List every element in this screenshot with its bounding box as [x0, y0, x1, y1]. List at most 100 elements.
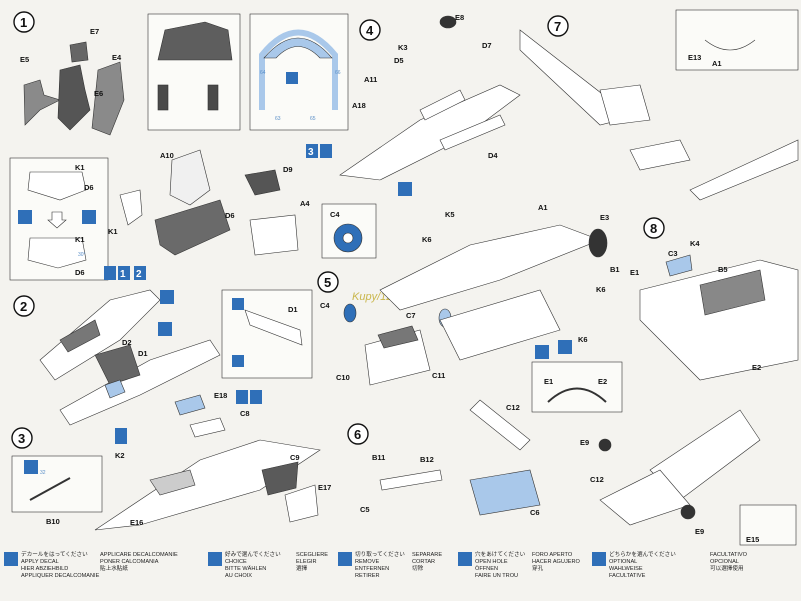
legend-text: APPLY DECAL [21, 559, 59, 565]
decal-65: 65 [310, 116, 316, 122]
blue-paint-area [104, 379, 126, 399]
label-a4: A4 [300, 199, 310, 208]
part-k1 [119, 189, 143, 226]
decal-badge-icon [134, 266, 146, 280]
fuselage-lower [59, 339, 221, 426]
label-b12: B12 [420, 455, 434, 464]
label-c9: C9 [290, 453, 300, 462]
angle-note: 30° [78, 252, 86, 258]
drill-icon [458, 552, 472, 566]
star-decal-icon [4, 552, 18, 566]
step-8-number: 8 [650, 221, 657, 236]
label-d6-b: D6 [75, 268, 85, 277]
part-d5 [419, 89, 466, 121]
label-d6-c: D6 [225, 211, 235, 220]
label-d1-a: D1 [138, 349, 148, 358]
legend-text: 貼上水貼紙 [100, 566, 128, 572]
legend-text: 可以選擇使用 [710, 566, 744, 572]
step-7-group: 7 E13 A1 [519, 9, 799, 201]
label-c6: C6 [530, 508, 540, 517]
step-5-group: 5 C4 C4 Kupy/12 C10 C11 C7 K5 K6 K6 K6 A… [317, 203, 620, 386]
label-c8: C8 [240, 409, 250, 418]
cockpit-insert [94, 344, 141, 386]
label-k6-b: K6 [596, 285, 606, 294]
decal-badge-icon [118, 266, 130, 280]
legend-text: RETIRER [355, 573, 380, 579]
fuselage-upper-step4 [339, 84, 521, 181]
label-k4: K4 [690, 239, 700, 248]
step-2-circle [13, 295, 35, 317]
label-e2-a: E2 [752, 363, 761, 372]
part-a4 [249, 214, 299, 256]
label-c5: C5 [360, 505, 370, 514]
legend-text: デカールをはってください [21, 552, 88, 558]
detail-box-step7 [675, 9, 799, 71]
tail-hook [629, 139, 691, 171]
part-c6 [469, 469, 541, 516]
legend-text: 選擇 [296, 566, 308, 572]
legend-text: APPLICARE DECALCOMANIE [100, 552, 178, 558]
decal-marker-icon [158, 322, 172, 336]
label-d6-a: D6 [84, 183, 94, 192]
legend-text: 切除 [412, 566, 424, 572]
step-5-number: 5 [324, 275, 331, 290]
label-k5: K5 [445, 210, 455, 219]
pitot-tube [29, 477, 71, 501]
decal-badge-icon [320, 144, 332, 158]
step-1-circle [13, 11, 35, 33]
assembly-diagram: 1 E7 E5 E4 E6 K1 D6 K1 30° D6 A10 K1 D6 … [9, 9, 799, 546]
step-6-group: 6 C12 B11 B12 C5 C6 [347, 399, 541, 517]
step-6-circle [347, 423, 369, 445]
label-a18: A18 [352, 101, 366, 110]
strut-c12 [469, 399, 531, 451]
part-c11 [377, 325, 419, 349]
step-1-number: 1 [20, 15, 27, 30]
label-d4: D4 [488, 151, 498, 160]
legend-text: HACER AGUJERO [532, 559, 580, 565]
legend-text: WAHLWEISE [609, 566, 643, 572]
cockpit-tub-d6 [154, 199, 231, 256]
decal-63: 63 [275, 116, 281, 122]
label-e6: E6 [94, 89, 103, 98]
seat-headrest-e7 [69, 41, 89, 63]
legend-text: 切り取ってください [355, 552, 405, 558]
detail-box-e15 [739, 504, 797, 546]
decal-marker-icon [232, 298, 244, 310]
canopy-frame-decal [259, 29, 338, 110]
decal-marker-icon [286, 72, 298, 84]
part-c3 [665, 254, 693, 277]
wheel-c4 [343, 303, 357, 323]
decal-32: 32 [40, 470, 46, 476]
label-a1-s7: A1 [712, 59, 722, 68]
decal-marker-icon [232, 355, 244, 367]
seat-part-e6 [57, 64, 91, 131]
step-8-group: 8 C3 K4 E1 B5 E2 E1 E2 E9 C12 E9 E15 [531, 217, 799, 546]
arrow-down-icon [47, 211, 67, 229]
legend-text: APPLIQUER DECALCOMANIE [21, 573, 100, 579]
part-c9 [261, 461, 299, 496]
instrument-panel [157, 21, 233, 61]
legend-text: BITTE WÄHLEN [225, 566, 267, 572]
label-c10: C10 [336, 373, 350, 382]
step-2-number: 2 [20, 299, 27, 314]
wheel-e9-a [598, 438, 612, 452]
decal-badge-icon [104, 266, 116, 280]
wheel-hub [342, 232, 354, 244]
label-k3: K3 [398, 43, 408, 52]
seat-back-detail-2 [27, 237, 87, 269]
label-c12-a: C12 [506, 403, 520, 412]
label-e3: E3 [600, 213, 609, 222]
legend-text: ÖFFNEN [475, 566, 498, 572]
label-k6-c: K6 [578, 335, 588, 344]
fuselage-front [94, 439, 321, 531]
step-6-number: 6 [354, 427, 361, 442]
label-e13: E13 [688, 53, 701, 62]
step-1-group: 1 E7 E5 E4 E6 K1 D6 K1 30° D6 A10 K1 D6 … [9, 11, 349, 281]
watermark: Kupy/12 [352, 291, 392, 303]
label-e9-b: E9 [695, 527, 704, 536]
label-c12: C12 [590, 475, 604, 484]
cut-icon [338, 552, 352, 566]
seat-part-e4 [91, 61, 125, 136]
label-a10: A10 [160, 151, 174, 160]
